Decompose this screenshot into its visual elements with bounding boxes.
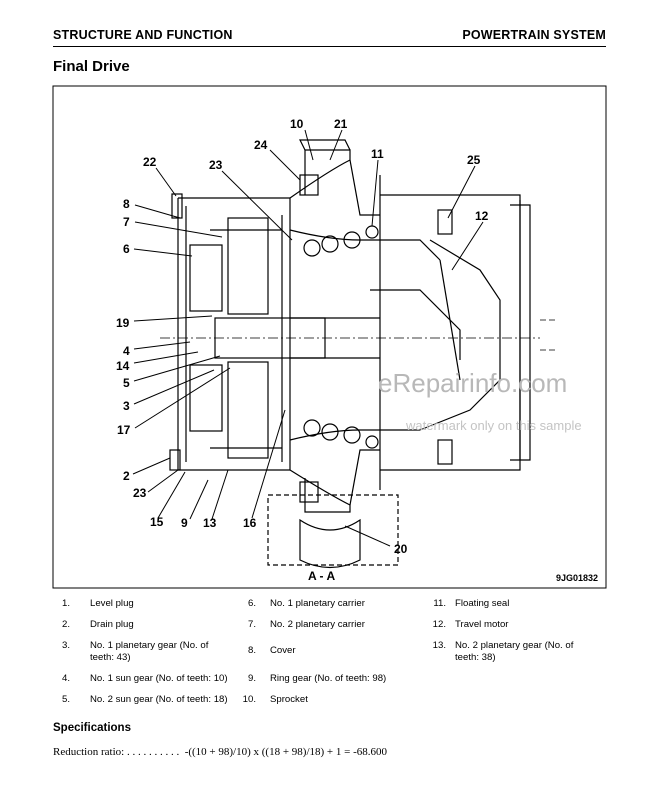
callout-6: 6	[123, 242, 130, 256]
page-title: Final Drive	[53, 58, 130, 75]
reduction-ratio-dots: . . . . . . . . . .	[124, 746, 180, 758]
callout-8: 8	[123, 197, 130, 211]
part-number: 5.	[61, 694, 70, 705]
callout-25: 25	[467, 153, 481, 167]
final-drive-cross-section: 10 21 24 11 22 23 25 8 7 12 6 19 4 14 5 …	[52, 85, 607, 589]
header-section-title: STRUCTURE AND FUNCTION	[53, 28, 233, 42]
drawing-lines	[160, 139, 555, 569]
part-name: No. 2 planetary carrier	[270, 619, 365, 630]
part-number: 4.	[61, 673, 70, 684]
part-number: 3.	[61, 640, 70, 651]
callout-17: 17	[117, 423, 131, 437]
part-name: Cover	[270, 645, 296, 656]
callout-21: 21	[334, 117, 348, 131]
callout-3: 3	[123, 399, 130, 413]
callout-22: 22	[143, 155, 157, 169]
callout-12: 12	[475, 209, 489, 223]
callout-9: 9	[181, 516, 188, 530]
part-number: 11.	[433, 598, 446, 609]
figure-frame	[52, 85, 607, 589]
part-name: No. 1 planetary gear (No. of teeth: 43)	[90, 640, 209, 663]
callout-13: 13	[203, 516, 217, 530]
part-number: 7.	[247, 619, 256, 630]
leader-lines	[132, 129, 484, 547]
callout-23-bottom: 23	[133, 486, 147, 500]
part-name: Sprocket	[270, 694, 308, 705]
part-number: 1.	[61, 598, 70, 609]
part-number: 13.	[432, 640, 446, 651]
callout-16: 16	[243, 516, 257, 530]
callout-7: 7	[123, 215, 130, 229]
callout-24: 24	[254, 138, 268, 152]
part-name: Ring gear (No. of teeth: 98)	[270, 673, 387, 684]
part-number: 6.	[247, 598, 256, 609]
callout-5: 5	[123, 376, 130, 390]
callout-10: 10	[290, 117, 304, 131]
specifications-heading: Specifications	[53, 722, 131, 734]
callout-labels: 10 21 24 11 22 23 25 8 7 12 6 19 4 14 5 …	[116, 117, 489, 556]
figure-code: 9JG01832	[556, 573, 598, 583]
watermark-main: eRepairinfo.com	[378, 368, 567, 398]
callout-4: 4	[123, 344, 130, 358]
callout-19: 19	[116, 316, 130, 330]
callout-23-top: 23	[209, 158, 223, 172]
part-name: No. 1 planetary carrier	[270, 598, 365, 609]
reduction-ratio-label: Reduction ratio:	[53, 746, 125, 758]
header-system-title: POWERTRAIN SYSTEM	[462, 28, 606, 42]
reduction-ratio-formula: -((10 + 98)/10) x ((18 + 98)/18) + 1 = -…	[184, 746, 387, 758]
part-name: Floating seal	[455, 598, 510, 609]
part-name: Drain plug	[90, 619, 134, 630]
header-rule	[53, 46, 606, 47]
section-label: A - A	[308, 569, 335, 583]
part-number: 12.	[432, 619, 446, 630]
part-name: No. 1 sun gear (No. of teeth: 10)	[90, 673, 228, 684]
part-name: No. 2 sun gear (No. of teeth: 18)	[90, 694, 228, 705]
callout-11: 11	[371, 147, 384, 161]
part-number: 2.	[61, 619, 70, 630]
part-name: Travel motor	[455, 619, 509, 630]
part-number: 8.	[247, 645, 256, 656]
callout-2: 2	[123, 469, 130, 483]
part-number: 9.	[247, 673, 256, 684]
part-number: 10.	[242, 694, 256, 705]
part-name: No. 2 planetary gear (No. of teeth: 38)	[455, 640, 574, 663]
callout-20: 20	[394, 542, 408, 556]
watermark-sub: watermark only on this sample	[405, 418, 582, 433]
callout-14: 14	[116, 359, 130, 373]
part-name: Level plug	[90, 598, 134, 609]
callout-15: 15	[150, 515, 164, 529]
reduction-ratio-line: Reduction ratio: . . . . . . . . . . -((…	[53, 746, 387, 758]
